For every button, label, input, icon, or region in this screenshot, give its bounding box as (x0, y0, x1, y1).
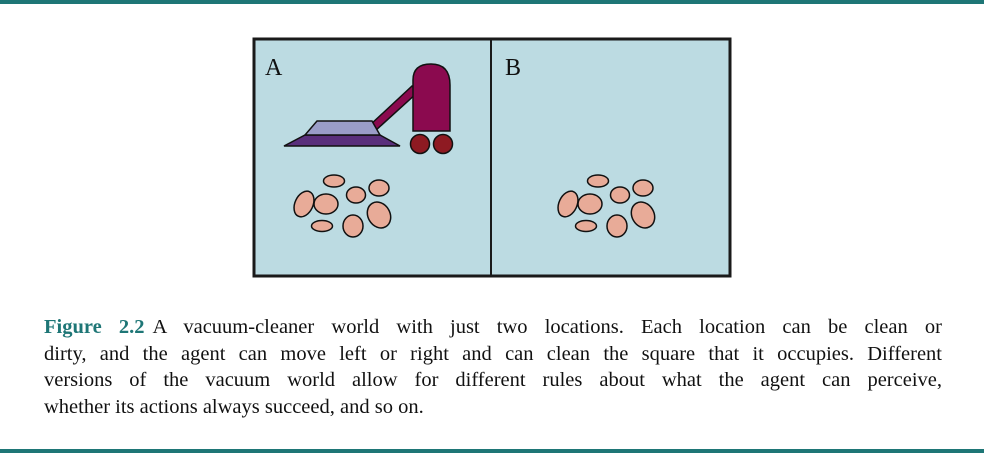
cell-b-label: B (505, 55, 521, 81)
vacuum-world-figure: A B (252, 37, 732, 278)
caption-text: A vacuum-cleaner world with just two loc… (152, 316, 943, 338)
caption-line-1: Figure 2.2 A vacuum-cleaner world with ju… (44, 314, 942, 341)
dirt-pile-b (557, 174, 656, 238)
caption-line-4: whether its actions always succeed, and … (44, 396, 424, 419)
caption-line-3: versions of the vacuum world allow for d… (44, 369, 942, 392)
caption-line-2: dirty, and the agent can move left or ri… (44, 342, 942, 365)
vacuum-cleaner-icon (283, 63, 454, 155)
bottom-rule (0, 449, 984, 453)
dirt-pile-a (293, 174, 392, 238)
figure-number: Figure 2.2 (44, 316, 145, 338)
top-rule (0, 0, 984, 4)
figure-caption: Figure 2.2 A vacuum-cleaner world with ju… (44, 314, 942, 421)
cell-a-label: A (265, 55, 283, 81)
